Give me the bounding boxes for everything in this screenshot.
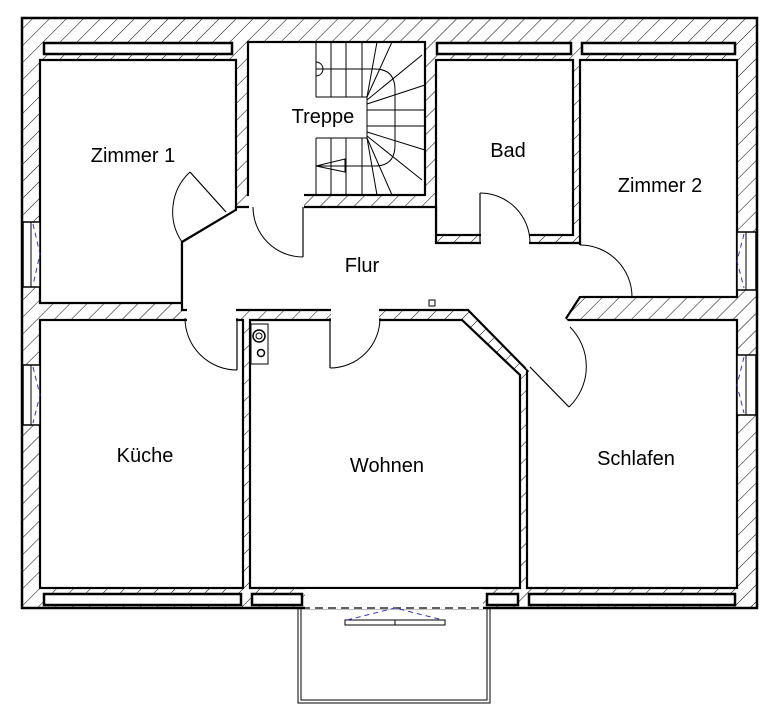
window-kueche-side: [22, 364, 41, 426]
window-bad: [435, 41, 573, 56]
room-kueche: [38, 318, 245, 590]
window-zimmer-2: [580, 41, 737, 56]
label-schlafen: Schlafen: [597, 448, 675, 470]
door-zimmer-2[interactable]: [579, 244, 633, 298]
label-kueche: Küche: [117, 445, 174, 467]
door-schlafen[interactable]: [529, 326, 587, 408]
opening-bad: [481, 233, 529, 245]
label-wohnen: Wohnen: [350, 455, 424, 477]
label-zimmer-2: Zimmer 2: [618, 175, 702, 197]
label-zimmer-1: Zimmer 1: [91, 145, 175, 167]
window-zimmer-1-side: [22, 221, 41, 288]
opening-zimmer-1: [183, 211, 238, 246]
window-kueche-bottom: [42, 592, 243, 607]
label-treppe: Treppe: [292, 106, 355, 128]
room-zimmer-2: [578, 58, 739, 299]
balcony: [297, 609, 491, 704]
door-zimmer-1[interactable]: [172, 171, 227, 243]
window-zimmer-2-side: [736, 231, 757, 291]
opening-schlafen: [526, 318, 568, 372]
window-zimmer-1: [42, 41, 234, 56]
label-bad: Bad: [490, 140, 526, 162]
door-treppe[interactable]: [252, 206, 304, 258]
label-flur: Flur: [345, 255, 380, 277]
balcony-door-sash: [344, 607, 446, 626]
boiler-icon: [250, 323, 269, 365]
window-wohnen-left: [250, 592, 304, 607]
room-bad: [434, 58, 575, 237]
opening-wohnen: [331, 308, 379, 322]
opening-treppe: [249, 193, 304, 209]
window-schlafen-bottom: [527, 592, 737, 607]
staircase: [315, 41, 426, 196]
opening-kueche: [187, 308, 236, 322]
opening-zimmer-2: [578, 245, 582, 296]
wall-marker: [428, 299, 436, 307]
door-bad[interactable]: [479, 192, 531, 244]
room-wohnen: [248, 318, 522, 590]
door-kueche[interactable]: [184, 317, 238, 371]
door-wohnen[interactable]: [329, 317, 381, 369]
window-schlafen-side: [736, 354, 757, 416]
window-wohnen-right: [485, 592, 520, 607]
opening-balcony-door: [305, 589, 483, 609]
